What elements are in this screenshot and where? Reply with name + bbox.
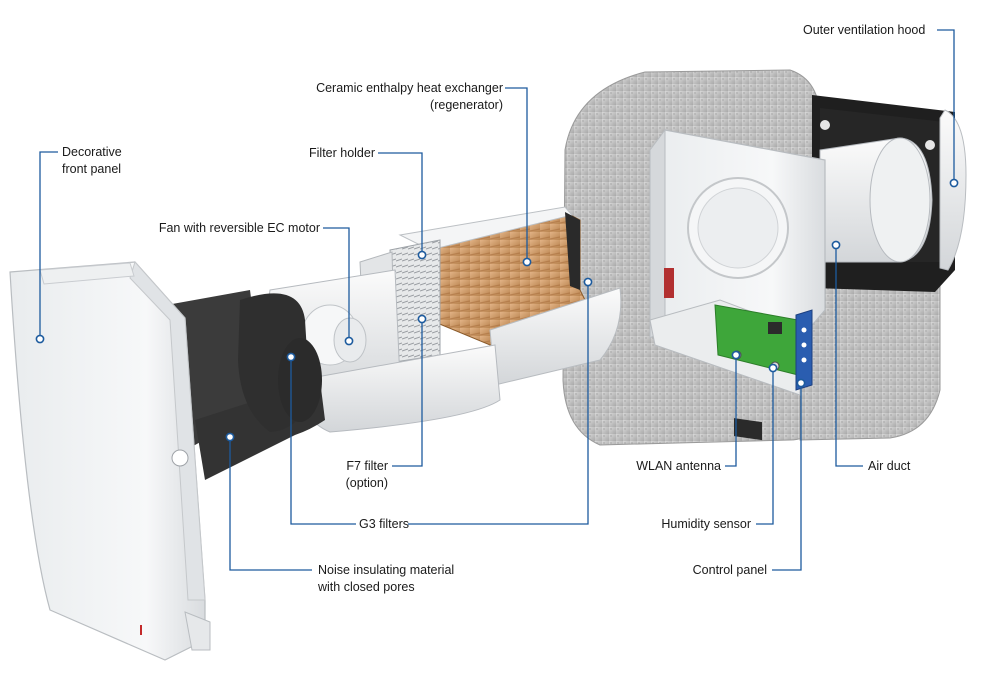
- marker-outer-hood: [949, 178, 959, 188]
- label-noise: Noise insulating material with closed po…: [318, 563, 455, 594]
- leader-outer-hood: [937, 29, 955, 183]
- label-g3: G3 filters: [359, 517, 410, 531]
- marker-filter-holder: [417, 250, 427, 260]
- marker-decorative: [35, 334, 45, 344]
- marker-air-duct: [831, 240, 841, 250]
- marker-g3-right: [583, 277, 593, 287]
- label-f7: F7 filter (option): [345, 459, 388, 490]
- leader-g3-right: [408, 282, 589, 525]
- label-outer-hood: Outer ventilation hood: [803, 23, 926, 37]
- label-air-duct: Air duct: [868, 459, 911, 473]
- marker-humidity: [768, 363, 778, 373]
- marker-noise: [225, 432, 235, 442]
- leader-f7: [392, 319, 423, 467]
- label-decorative: Decorative front panel: [62, 145, 122, 176]
- leader-fan: [323, 227, 350, 341]
- leader-control: [772, 383, 802, 571]
- label-control: Control panel: [692, 563, 767, 577]
- inner-housing: [649, 128, 826, 441]
- leader-filter-holder: [378, 152, 423, 255]
- marker-fan: [344, 336, 354, 346]
- label-fan: Fan with reversible EC motor: [158, 221, 320, 235]
- leader-humidity: [756, 368, 774, 525]
- leader-air-duct: [835, 245, 863, 467]
- leader-lines: [39, 29, 955, 571]
- leader-decorative: [39, 151, 58, 339]
- label-humidity: Humidity sensor: [661, 517, 751, 531]
- marker-f7: [417, 314, 427, 324]
- marker-ceramic: [522, 257, 532, 267]
- marker-control: [796, 378, 806, 388]
- marker-wlan: [731, 350, 741, 360]
- leader-noise: [229, 437, 312, 571]
- label-wlan: WLAN antenna: [636, 459, 721, 473]
- leader-ceramic: [505, 87, 528, 262]
- marker-g3: [286, 352, 296, 362]
- leader-g3: [290, 357, 356, 525]
- callout-markers: [35, 178, 959, 442]
- decorative-front-panel: [9, 261, 211, 661]
- air-duct: [819, 137, 933, 263]
- label-ceramic: Ceramic enthalpy heat exchanger (regener…: [316, 81, 503, 112]
- label-filter-holder: Filter holder: [309, 146, 375, 160]
- leader-wlan: [725, 355, 737, 467]
